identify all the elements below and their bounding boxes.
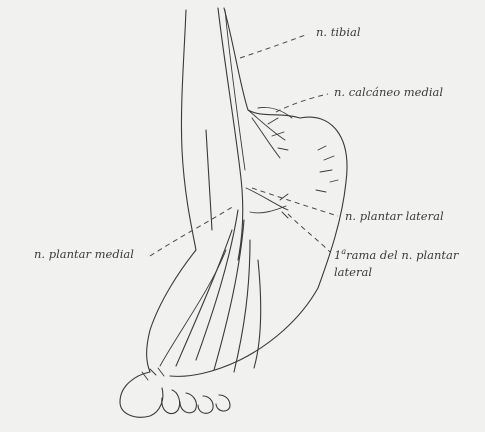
plantar-nerve-6	[160, 250, 226, 366]
label-rama: 1arama del n. plantar lateral	[334, 246, 458, 280]
label-tibial: n. tibial	[316, 24, 361, 41]
big-toe	[120, 372, 163, 417]
tibial-nerve	[218, 8, 243, 260]
plantar-nerve-4	[176, 230, 232, 366]
heel-pad-marks	[316, 146, 338, 192]
leader-rama	[288, 214, 330, 252]
leader-calcaneo-medial	[276, 94, 328, 112]
toe-3	[180, 393, 196, 413]
sole-outline	[170, 288, 318, 376]
toe-4	[198, 396, 213, 413]
medial-arch-outline	[147, 250, 196, 372]
leg-outline-front	[181, 10, 196, 250]
leader-tibial	[240, 34, 308, 58]
rama-line2: lateral	[334, 265, 372, 279]
leg-inner-contour	[206, 130, 212, 230]
lateral-plantar-branch	[246, 188, 288, 218]
toe-creases	[142, 368, 164, 380]
label-plantar-lateral: n. plantar lateral	[345, 208, 444, 225]
toe-2	[162, 390, 180, 414]
leader-plantar-medial	[150, 206, 234, 256]
label-calcaneo-medial: n. calcáneo medial	[334, 84, 443, 101]
rama-line1: rama del n. plantar	[346, 248, 458, 262]
toe-5	[216, 395, 230, 411]
label-plantar-medial: n. plantar medial	[34, 246, 134, 263]
tibial-nerve-inner	[225, 10, 245, 170]
plantar-nerve-3	[234, 240, 250, 372]
